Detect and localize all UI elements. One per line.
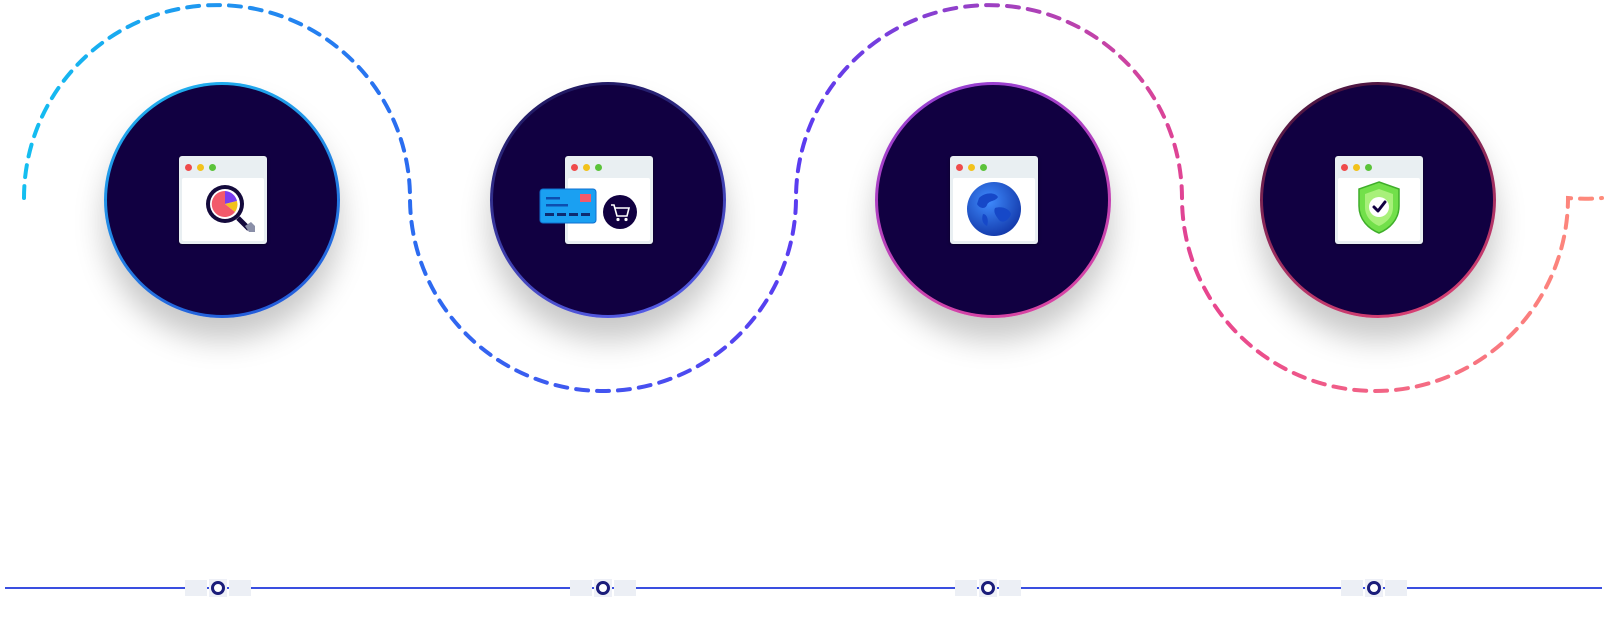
step-ring — [875, 82, 1111, 318]
analytics-magnifier-icon — [206, 185, 255, 232]
step-ring — [1260, 82, 1496, 318]
timeline-line — [5, 587, 1602, 589]
step-disc — [493, 85, 723, 315]
browser-window-icon — [179, 156, 267, 244]
timeline-node-1[interactable] — [185, 579, 251, 597]
globe-icon — [967, 182, 1021, 236]
timeline-node-3[interactable] — [955, 579, 1021, 597]
security-shield-icon — [1358, 181, 1400, 234]
browser-window-icon — [950, 156, 1038, 244]
step-disc — [107, 85, 337, 315]
step-analytics — [104, 82, 340, 318]
step-security — [1260, 82, 1496, 318]
browser-window-icon — [1335, 156, 1423, 244]
step-disc — [878, 85, 1108, 315]
step-ring — [104, 82, 340, 318]
step-disc — [1263, 85, 1493, 315]
timeline-node-4[interactable] — [1341, 579, 1407, 597]
step-payment — [490, 82, 726, 318]
payment-card-cart-icon — [539, 188, 637, 229]
timeline-node-2[interactable] — [570, 579, 636, 597]
step-ring — [490, 82, 726, 318]
step-global — [875, 82, 1111, 318]
